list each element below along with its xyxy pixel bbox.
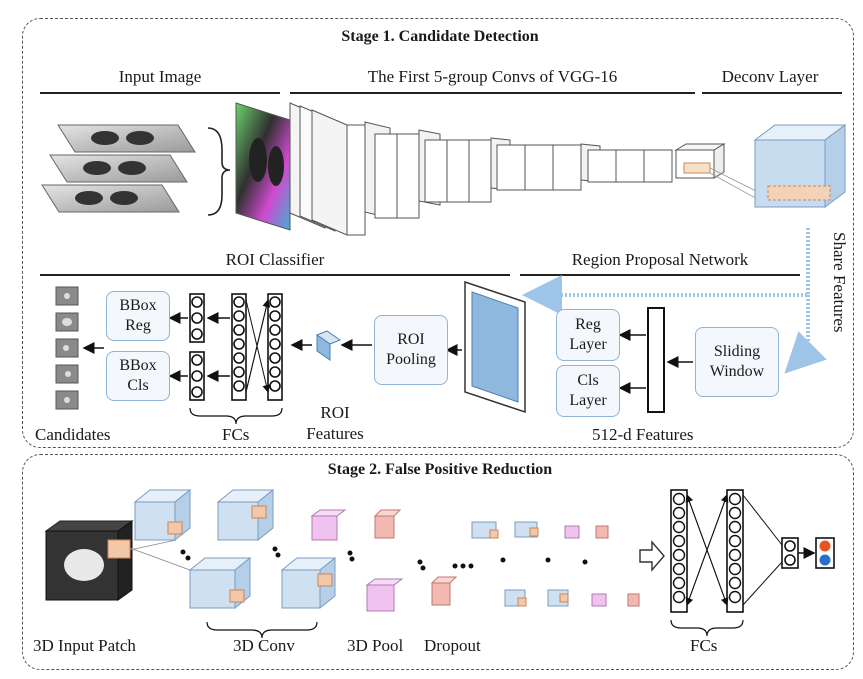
roi-fcs-label: FCs	[222, 425, 250, 444]
roi-pooling-line1: ROI	[397, 331, 425, 348]
bbox-cls-line2: Cls	[127, 377, 149, 394]
sliding-window-line1: Sliding	[713, 343, 761, 360]
input-image-line	[40, 92, 280, 94]
cls-layer-line1: Cls	[577, 372, 599, 389]
stage2-title: Stage 2. False Positive Reduction	[327, 461, 553, 478]
deconv-line	[702, 92, 842, 94]
deconv-label: Deconv Layer	[721, 67, 819, 86]
roi-classifier-label: ROI Classifier	[225, 250, 325, 269]
roi-pooling-box: ROI Pooling	[374, 315, 448, 385]
rpn-line	[520, 274, 800, 276]
stage1-title: Stage 1. Candidate Detection	[341, 28, 539, 45]
stage2-fcs-label: FCs	[690, 636, 718, 655]
stage2-box	[22, 454, 854, 670]
pool-label: 3D Pool	[347, 636, 404, 655]
vgg-label: The First 5-group Convs of VGG-16	[367, 67, 618, 86]
stage2-hollow-arrow	[639, 540, 665, 572]
vgg-conv-blocks	[289, 102, 726, 236]
deconv-cube	[753, 124, 847, 208]
roi-classifier-line	[40, 274, 510, 276]
candidates-label: Candidates	[35, 425, 111, 444]
stage1-box	[22, 18, 854, 448]
stage2-dropout-cubes	[373, 509, 458, 606]
cls-layer-line2: Layer	[569, 392, 607, 409]
stage2-small-fc	[781, 537, 799, 569]
bbox-reg-line2: Reg	[125, 317, 151, 334]
conv-label: 3D Conv	[233, 636, 295, 655]
vgg-line	[290, 92, 695, 94]
features-512-label: 512-d Features	[592, 425, 694, 444]
reg-layer-line1: Reg	[575, 316, 601, 333]
stage2-output	[815, 537, 835, 569]
roi-features-line2: Features	[306, 424, 364, 443]
bbox-reg-line1: BBox	[119, 297, 157, 314]
bbox-cls-line1: BBox	[119, 357, 157, 374]
stage2-pool-cubes	[310, 509, 404, 612]
roi-fc-columns	[189, 293, 283, 401]
stage2-dots	[180, 546, 588, 571]
input-patch-label: 3D Input Patch	[33, 636, 136, 655]
stage2-small-cubes	[471, 521, 640, 607]
roi-pooling-line2: Pooling	[386, 351, 436, 368]
stage2-conv-cubes	[133, 488, 337, 610]
dropout-label: Dropout	[424, 636, 481, 655]
roi-features-line1: ROI	[320, 403, 350, 422]
reg-layer-line2: Layer	[569, 336, 607, 353]
stage2-input-patch	[44, 520, 134, 601]
feature-column-512	[647, 307, 665, 413]
roi-features-label: ROI Features	[295, 402, 375, 444]
rpn-label: Region Proposal Network	[571, 250, 749, 269]
input-slices	[41, 124, 196, 213]
sliding-window-line2: Window	[709, 363, 765, 380]
roi-feature-map	[464, 280, 526, 414]
input-image-label: Input Image	[118, 67, 202, 86]
